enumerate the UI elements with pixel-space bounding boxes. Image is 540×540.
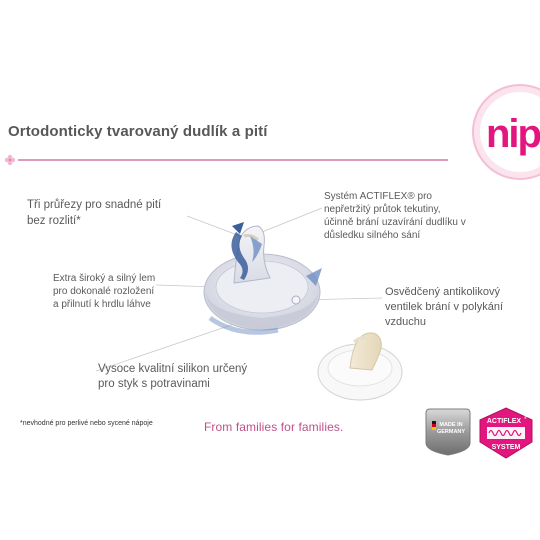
callout-rim: Extra široký a silný lem pro dokonalé ro… (53, 273, 156, 310)
wave-icon (487, 427, 525, 439)
page-title: Ortodonticky tvarovaný dudlík a pití (8, 123, 268, 140)
svg-text:MADE IN: MADE IN (439, 422, 462, 428)
flower-icon (4, 154, 16, 166)
spout-secondary (317, 332, 403, 401)
slogan: From families for families. (204, 420, 344, 434)
svg-text:SYSTEM: SYSTEM (492, 444, 521, 451)
svg-text:nip: nip (486, 112, 540, 156)
footnote: *nevhodné pro perlivé nebo sycené nápoje (20, 420, 153, 427)
callout-valve: Osvědčený antikolikový ventilek brání v … (385, 286, 504, 328)
nip-logo: nip ® (472, 84, 540, 180)
callout-actiflex-system: Systém ACTIFLEX® pro nepřetržitý průtok … (324, 191, 466, 241)
callout-silicone: Vysoce kvalitní silikon určený pro styk … (98, 363, 248, 390)
made-in-germany-badge: MADE IN GERMANY (425, 408, 471, 456)
svg-text:ACTIFLEX: ACTIFLEX (487, 418, 522, 425)
german-flag-icon (432, 421, 436, 430)
actiflex-system-badge: ACTIFLEX ® SYSTEM (479, 407, 533, 459)
callout-cross-cuts: Tři průřezy pro snadné pití bez rozlití* (27, 199, 162, 227)
svg-text:GERMANY: GERMANY (437, 429, 465, 435)
svg-text:®: ® (524, 415, 527, 420)
flow-arrow-icon (231, 222, 262, 280)
title-divider (4, 154, 448, 166)
spout-main (203, 222, 322, 335)
